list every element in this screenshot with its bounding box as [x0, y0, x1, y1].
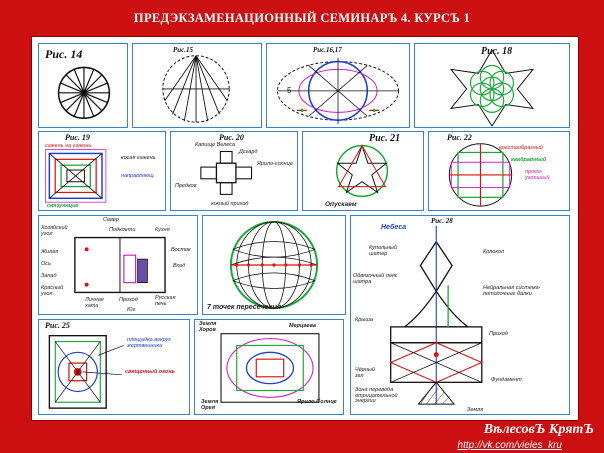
panel-house-plan: Север Хозяйский угол Подклети Кухня Жила… — [38, 215, 198, 315]
house-basement: Подклети — [109, 227, 136, 233]
fig20-note-2: Дсгард — [239, 149, 258, 155]
fig20-temple-plan — [200, 150, 253, 195]
fig27-note-1: Земля Хоров — [199, 321, 217, 333]
fig19-squares-drawing — [45, 149, 107, 203]
fig15-label: Рис.15 — [173, 46, 194, 54]
panel-fig16-17: Рис.16,17 5 — [266, 43, 410, 128]
fig25-altar-drawing — [48, 334, 124, 409]
fig22-note-1: крестообразный — [499, 145, 543, 151]
page-title: ПРЕДЭКЗАМЕНАЦИОННЫЙ СЕМИНАРЪ 4. КУРСЪ 1 — [133, 11, 471, 25]
fig27-note-4: Ярило-Солнце — [297, 399, 337, 405]
panel-fig28: Рис. 28 Небеса Купольный шатер Колокол О… — [350, 215, 570, 415]
fig28-heavens: Небеса — [381, 224, 407, 231]
panel-fig19: Рис. 19 сажень на сажень косая сажень на… — [38, 131, 166, 211]
fig28-energy-zone: Зона перевода отрицательной энергии — [355, 387, 398, 404]
fig19-note-4: связующие — [47, 203, 79, 209]
house-east: Восток — [171, 247, 191, 253]
fig14-wheel-drawing — [57, 66, 111, 119]
house-north: Север — [103, 217, 119, 223]
author-link[interactable]: http://vk.com/vieles_kru — [457, 440, 562, 451]
fig28-tent-belt: Обвязочный пояс шатра — [353, 273, 398, 285]
house-west: Запад — [41, 273, 57, 279]
fig22-label: Рис. 22 — [447, 133, 472, 142]
fig28-foundation: Фундамент — [491, 377, 522, 383]
fig27-nested-drawing — [220, 333, 320, 403]
fig28-earth: Земля — [467, 407, 484, 413]
fig15-circle-drawing — [162, 55, 230, 123]
house-red-corner: Красный угол — [41, 285, 64, 297]
panel-globe: 7 точек пересечения — [202, 215, 346, 315]
house-plan-drawing — [74, 236, 166, 294]
fig20-note-1: Капище Велеса — [195, 142, 236, 148]
fig19-label: Рис. 19 — [65, 133, 90, 142]
fig16-label: Рис.16,17 — [313, 46, 342, 54]
fig20-note-4: Предков — [175, 183, 197, 189]
house-kitchen: Кухня — [155, 227, 170, 233]
fig21-star-circle — [335, 144, 389, 198]
fig22-circle-grid — [448, 143, 513, 207]
fig25-note-1: площадка вокруг жертвенника — [127, 337, 171, 349]
globe-drawing — [229, 220, 319, 310]
panel-fig25: Рис. 25 площадка вокруг жертвенника свящ… — [38, 319, 190, 415]
panel-fig14: Рис. 14 — [38, 43, 128, 128]
fig18-label: Рис. 18 — [481, 46, 513, 57]
house-stove: Русская печь — [155, 295, 176, 307]
fig28-roof: Крыша — [355, 317, 373, 323]
house-axis: Ось — [41, 261, 51, 267]
panel-fig15: Рис.15 — [132, 43, 262, 128]
panel-fig22: Рис. 22 крестообразный квадратный прямо-… — [428, 131, 570, 211]
fig19-note-3: направляющ — [121, 173, 154, 179]
panel-fig27: Земля Хоров Мерцаева Земля Орея Ярило-Со… — [194, 319, 344, 415]
house-entrance: Вход — [173, 263, 186, 269]
panel-fig18: Рис. 18 — [414, 43, 570, 128]
fig16-number-5: 5 — [287, 86, 292, 95]
fig28-dome-tent: Купольный шатер — [369, 245, 398, 257]
house-master-corner: Хозяйский угол — [41, 225, 68, 237]
diagram-board: Рис. 14 Рис.15 Рис.16,17 5 — [31, 36, 579, 421]
fig16-ellipse-drawing — [276, 57, 400, 125]
fig27-note-2: Мерцаева — [289, 323, 316, 329]
house-living: Жилая — [41, 249, 59, 255]
house-south: Юг — [127, 307, 136, 313]
fig21-note-1: Опускаем — [325, 201, 357, 208]
house-passage: Проход — [119, 297, 138, 303]
author-signature: ВѣлесовЪ КрятЪ — [483, 422, 594, 437]
fig14-label: Рис. 14 — [45, 47, 83, 61]
fig28-bell: Колокол — [483, 249, 504, 255]
fig28-ceiling-beams: Нейральная система-потолочные балки — [483, 285, 541, 297]
fig28-arrival: Приход — [489, 331, 508, 337]
fig22-note-3: прямо-угольный — [525, 169, 550, 181]
fig27-note-3: Земля Орея — [201, 399, 219, 411]
fig19-note-2: косая сажень — [121, 155, 156, 161]
fig19-note-1: сажень на сажень — [45, 143, 92, 149]
fig28-label: Рис. 28 — [431, 217, 453, 225]
fig20-note-5: южный приход — [211, 201, 249, 207]
house-private-room: Личная хата — [85, 297, 104, 309]
panel-fig20: Рис. 20 Капище Велеса Дсгард Ярило-солнц… — [170, 131, 298, 211]
globe-caption: 7 точек пересечения — [207, 304, 281, 311]
fig28-temple-section — [389, 225, 484, 405]
fig22-note-2: квадратный — [511, 157, 547, 163]
fig25-label: Рис. 25 — [45, 321, 70, 330]
panel-fig21: Рис. 21 Опускаем — [302, 131, 424, 211]
fig21-label: Рис. 21 — [369, 133, 401, 144]
fig18-star-drawing — [449, 48, 535, 127]
fig20-label: Рис. 20 — [219, 133, 244, 142]
fig20-note-3: Ярило-солнце — [257, 161, 293, 167]
fig28-black-hall: Чёрный зал — [355, 367, 375, 379]
fig25-note-2: священный огонь — [125, 369, 175, 375]
